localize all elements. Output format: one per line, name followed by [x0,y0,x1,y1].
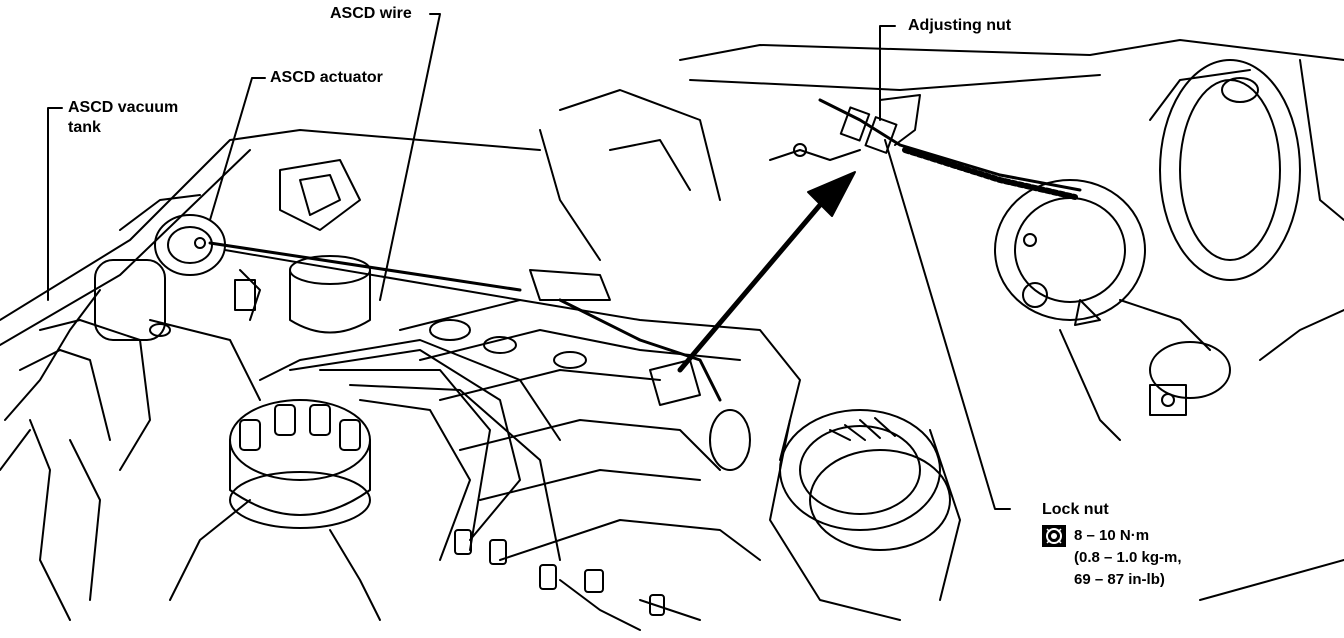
torque-spec: 8 – 10 N·m (0.8 – 1.0 kg-m, 69 – 87 in-l… [1042,525,1182,591]
label-lock-nut: Lock nut [1042,501,1109,518]
torque-wrench-icon [1042,525,1066,547]
vacuum-tank [0,259,261,621]
air-duct [709,409,961,621]
body-outline [0,39,1344,601]
label-ascd-vacuum-tank-line2: tank [68,119,101,136]
torque-spec-line1: 8 – 10 N·m [1074,527,1150,544]
torque-spec-line3: 69 – 87 in-lb) [1074,571,1165,588]
intake-manifold [399,89,801,561]
label-adjusting-nut: Adjusting nut [908,17,1012,34]
distributor [169,339,561,621]
label-ascd-actuator: ASCD actuator [270,69,383,86]
cable-assembly [769,94,1082,200]
detail-arrow [677,171,856,373]
plug-connectors [454,529,701,631]
label-ascd-wire: ASCD wire [330,5,412,22]
torque-spec-row: 8 – 10 N·m [1042,525,1182,547]
label-ascd-vacuum-tank-line1: ASCD vacuum [68,99,179,116]
throttle-body [994,59,1301,441]
leader-lines [47,13,1011,510]
vacuum-canister [234,159,371,334]
ascd-actuator [154,214,522,301]
cable-bracket [529,269,722,406]
torque-spec-line2: (0.8 – 1.0 kg-m, [1074,549,1182,566]
